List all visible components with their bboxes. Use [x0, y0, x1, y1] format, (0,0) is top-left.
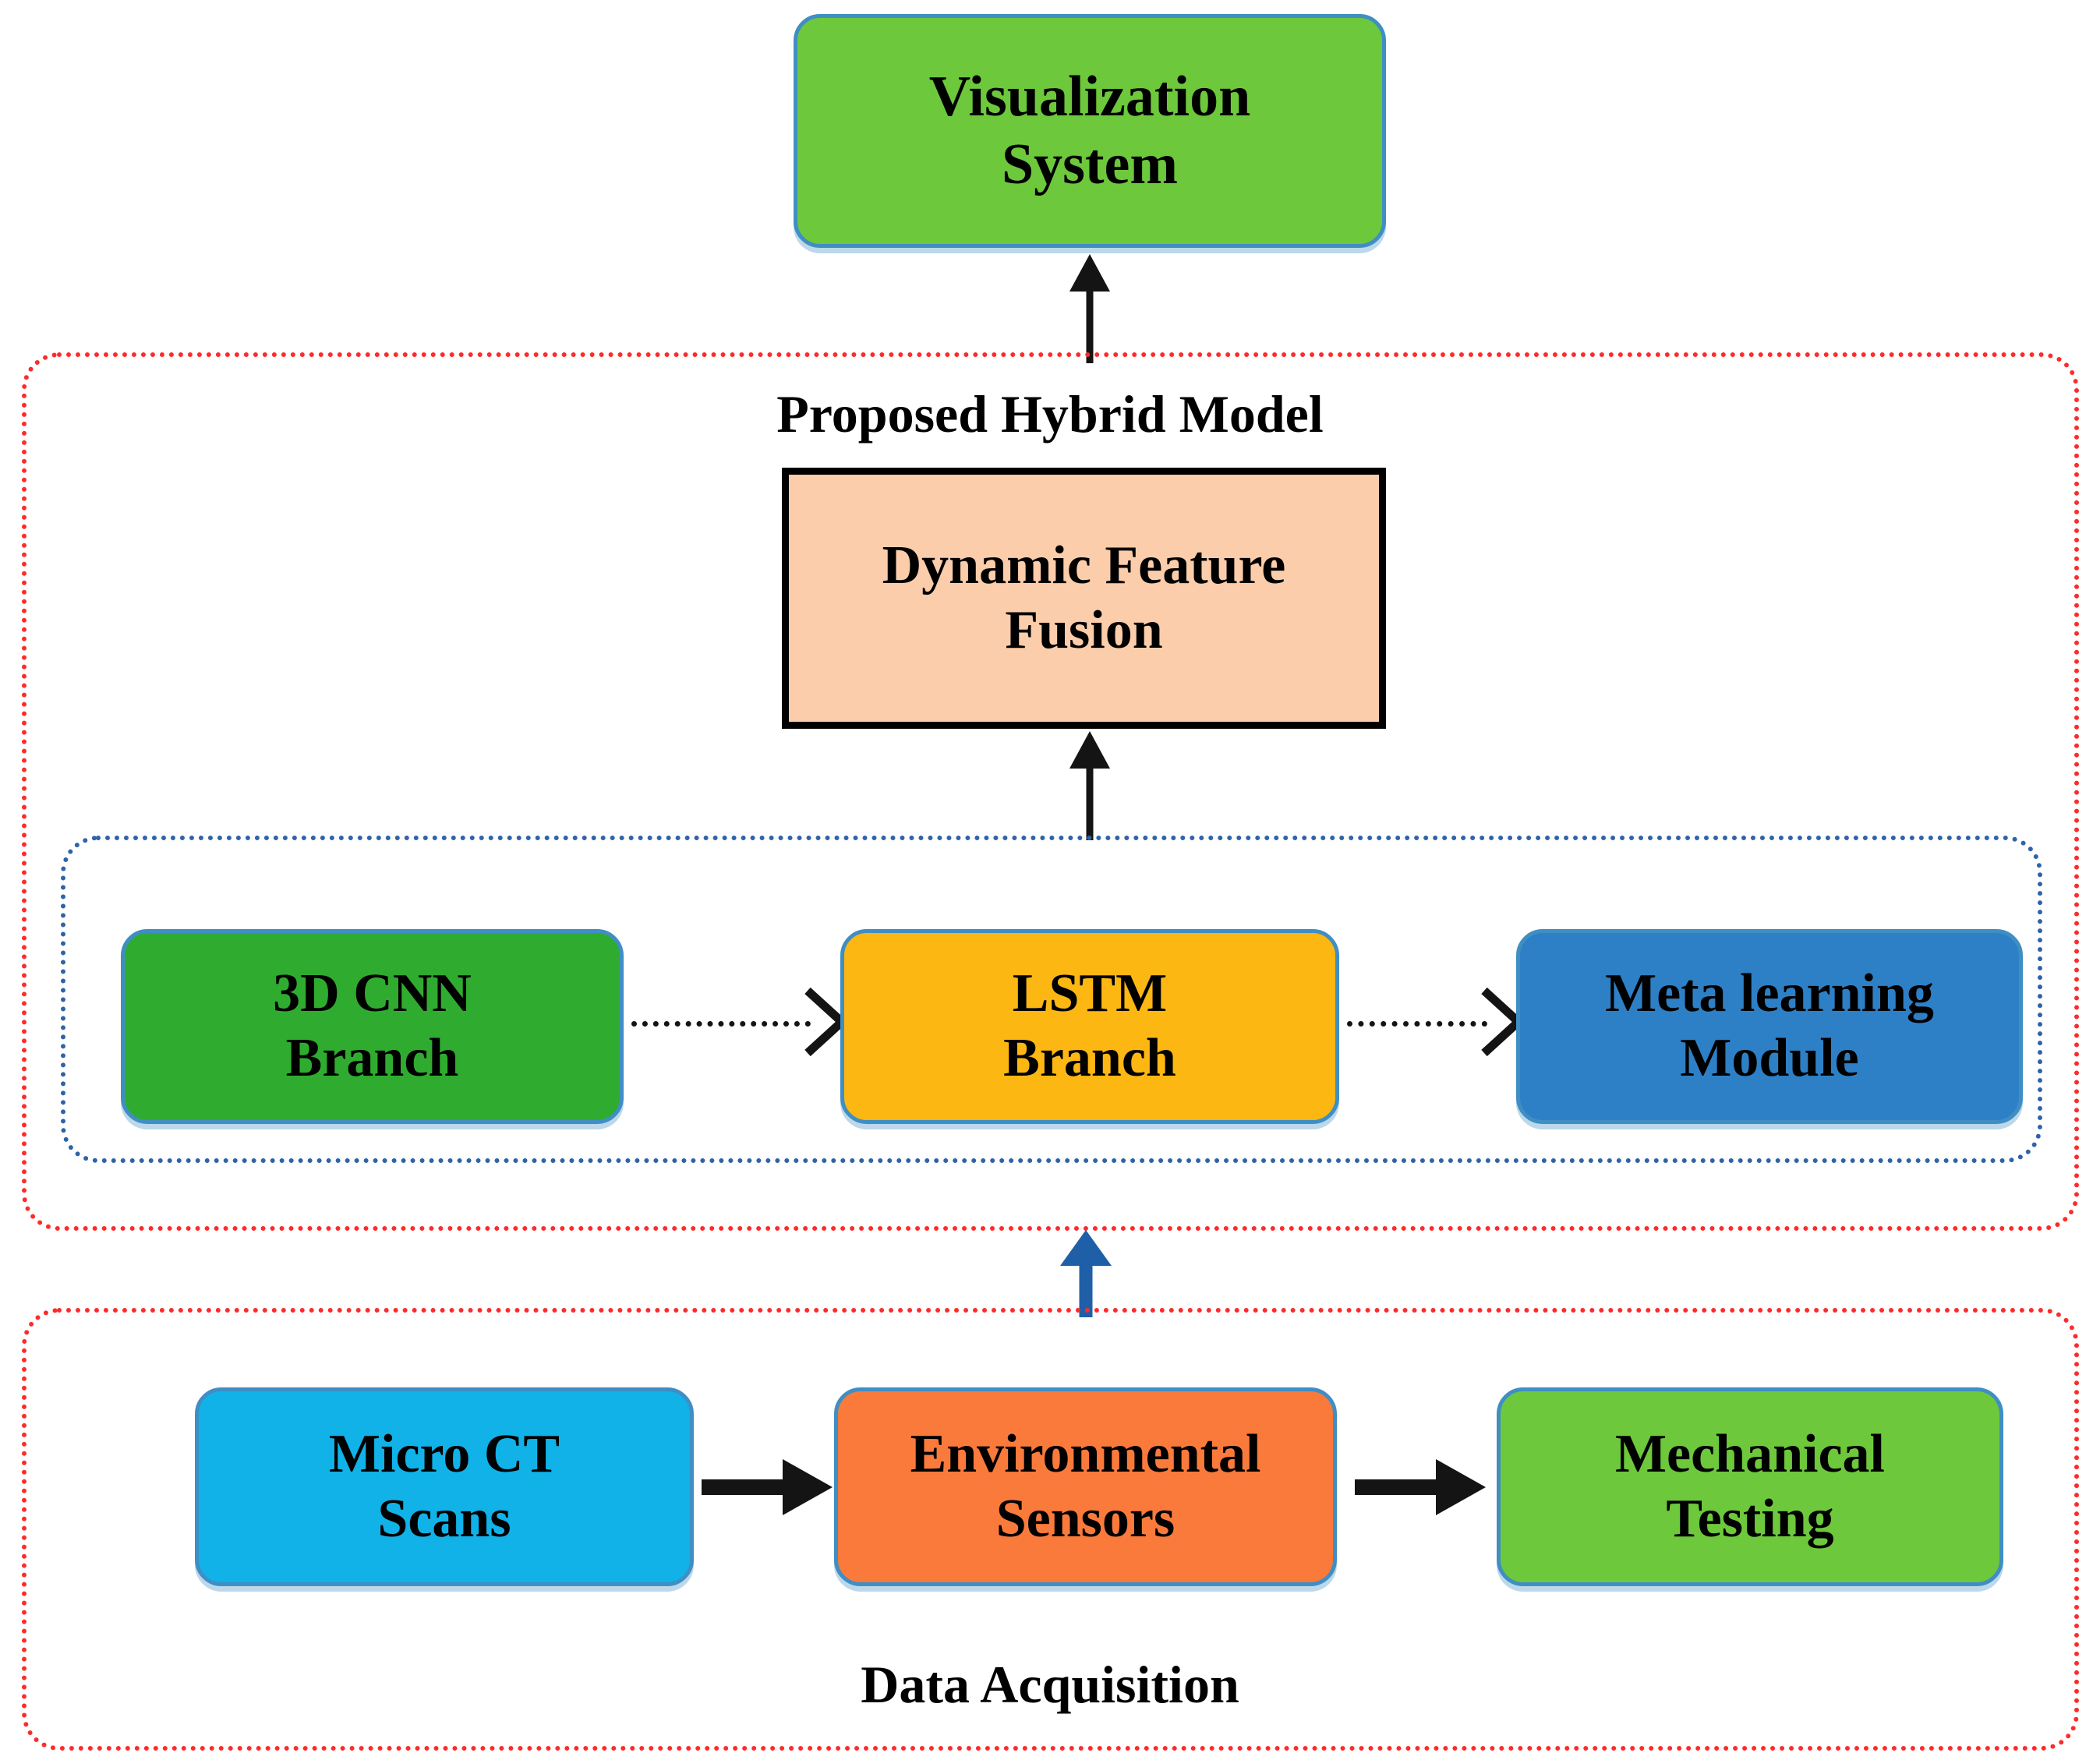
arrow-fusion-to-visualization [1069, 254, 1110, 363]
node-mechanical-testing-line2: Testing [1666, 1488, 1834, 1549]
connector-lstm-to-meta-line [1347, 1021, 1487, 1027]
node-meta-learning-module-line1: Meta learning [1605, 963, 1934, 1024]
node-dynamic-feature-fusion[interactable]: Dynamic Feature Fusion [782, 468, 1386, 729]
node-dynamic-feature-fusion-line1: Dynamic Feature [882, 535, 1286, 596]
node-micro-ct-scans[interactable]: Micro CT Scans [195, 1387, 694, 1586]
node-mechanical-testing[interactable]: Mechanical Testing [1497, 1387, 2003, 1586]
node-mechanical-testing-line1: Mechanical [1614, 1423, 1886, 1484]
node-micro-ct-scans-line1: Micro CT [328, 1423, 560, 1484]
node-3d-cnn-branch-line1: 3D CNN [273, 963, 472, 1024]
node-lstm-branch-line1: LSTM [1012, 963, 1168, 1024]
arrow-ct-to-sensors [702, 1459, 833, 1515]
node-3d-cnn-branch[interactable]: 3D CNN Branch [121, 929, 624, 1124]
node-dynamic-feature-fusion-line2: Fusion [1005, 599, 1163, 660]
node-lstm-branch-line2: Branch [1003, 1028, 1176, 1088]
arrow-sensors-to-testing [1355, 1459, 1486, 1515]
node-meta-learning-module[interactable]: Meta learning Module [1516, 929, 2023, 1124]
group-proposed-hybrid-model [22, 352, 2079, 1231]
node-environmental-sensors[interactable]: Environmental Sensors [834, 1387, 1337, 1586]
node-environmental-sensors-line1: Environmental [910, 1423, 1261, 1484]
node-environmental-sensors-line2: Sensors [995, 1488, 1176, 1549]
node-meta-learning-module-line2: Module [1680, 1028, 1859, 1088]
group-data-acquisition [22, 1308, 2079, 1751]
node-visualization-system[interactable]: Visualization System [794, 14, 1386, 248]
node-micro-ct-scans-line2: Scans [377, 1488, 511, 1549]
node-visualization-system-line2: System [1001, 133, 1179, 196]
node-3d-cnn-branch-line2: Branch [285, 1028, 459, 1088]
group-proposed-hybrid-model-label: Proposed Hybrid Model [776, 384, 1324, 444]
node-lstm-branch[interactable]: LSTM Branch [840, 929, 1339, 1124]
node-visualization-system-line1: Visualization [928, 64, 1251, 129]
arrow-branches-to-fusion [1069, 731, 1110, 840]
group-data-acquisition-label: Data Acquisition [861, 1655, 1239, 1714]
arrow-acquisition-to-model [1060, 1230, 1112, 1317]
group-branches [61, 836, 2042, 1163]
connector-cnn-to-lstm-line [631, 1021, 811, 1027]
